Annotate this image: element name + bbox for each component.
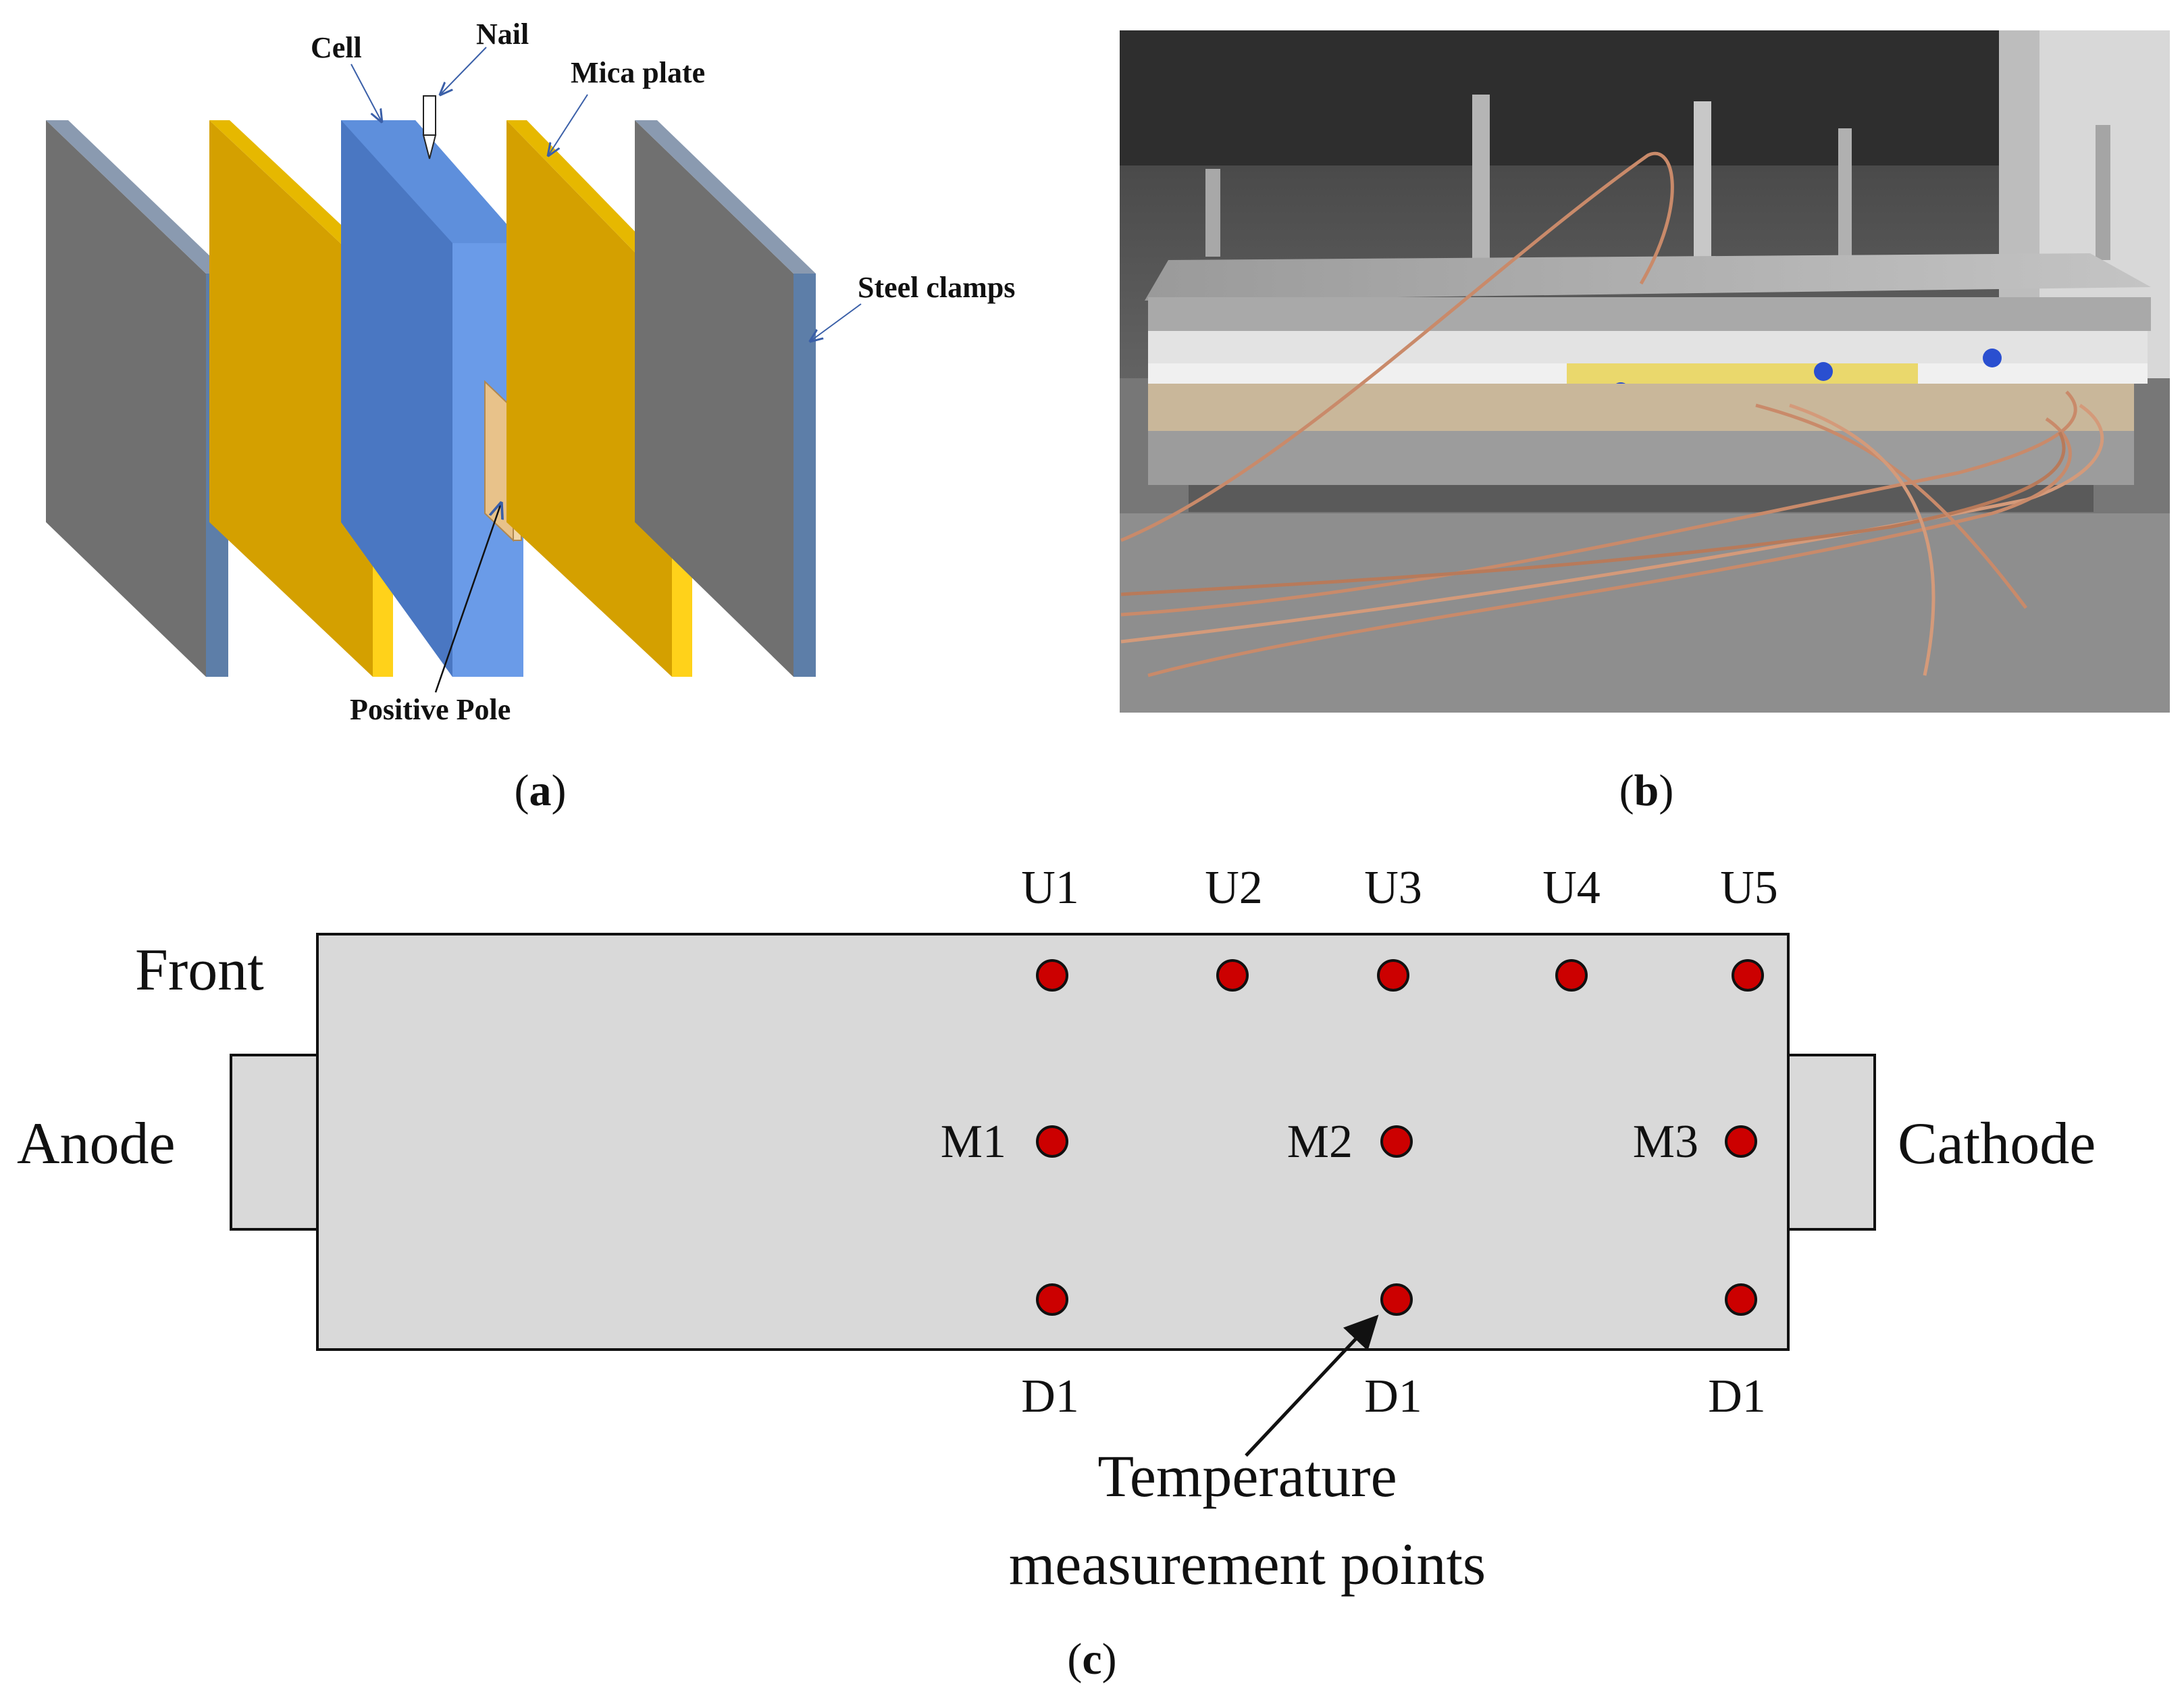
point-m1 [1036,1125,1068,1158]
point-u1 [1036,959,1068,992]
panel-a-diagram: Cell Nail Mica plate Steel clamps Positi… [46,18,1015,726]
point-d1-right [1725,1283,1757,1316]
label-anode: Anode [17,1111,176,1177]
label-positive-pole: Positive Pole [350,693,511,726]
label-u3: U3 [1364,862,1422,914]
label-u2: U2 [1205,862,1263,914]
label-d1-right: D1 [1708,1370,1766,1422]
label-steel-clamps: Steel clamps [858,271,1015,304]
cell-block [341,120,523,677]
caption-a: (a) [515,766,567,815]
point-u3 [1377,959,1409,992]
point-u4 [1555,959,1588,992]
label-m3: M3 [1633,1116,1698,1168]
label-nail: Nail [476,18,529,51]
label-m2: M2 [1287,1116,1353,1168]
caption-c: (c) [1067,1635,1116,1684]
nail-leader-line [440,47,487,95]
anode-tab [230,1054,319,1231]
nail-icon [422,95,437,159]
label-d1-center: D1 [1364,1370,1422,1422]
annotation-line1: Temperature [1097,1444,1397,1510]
point-u5 [1732,959,1764,992]
annotation-arrow [1245,1314,1379,1457]
point-m3 [1725,1125,1757,1158]
label-u5: U5 [1720,862,1778,914]
label-mica-plate: Mica plate [571,56,705,89]
mica-leader-line [548,94,588,155]
cell-leader-line [350,63,382,122]
pole-leader-line [434,503,501,693]
panel-c-diagram: Front Anode Cathode U1 U2 U3 U4 U5 M1 M2… [17,862,2096,1597]
panel-b-photo [1120,30,2170,713]
steel-clamp-left [46,120,228,677]
annotation-line2: measurement points [1009,1532,1486,1597]
caption-b: (b) [1619,766,1674,815]
label-cell: Cell [311,31,362,64]
label-m1: M1 [941,1116,1006,1168]
steel-clamp-right [635,120,816,677]
label-cathode: Cathode [1898,1111,2096,1177]
label-u4: U4 [1542,862,1601,914]
point-m2 [1380,1125,1413,1158]
point-u2 [1216,959,1249,992]
label-u1: U1 [1021,862,1079,914]
point-d1-center [1380,1283,1413,1316]
point-d1-left [1036,1283,1068,1316]
label-d1-left: D1 [1021,1370,1079,1422]
label-front: Front [135,938,264,1003]
cathode-tab [1787,1054,1876,1231]
steel-leader-line [810,303,862,341]
